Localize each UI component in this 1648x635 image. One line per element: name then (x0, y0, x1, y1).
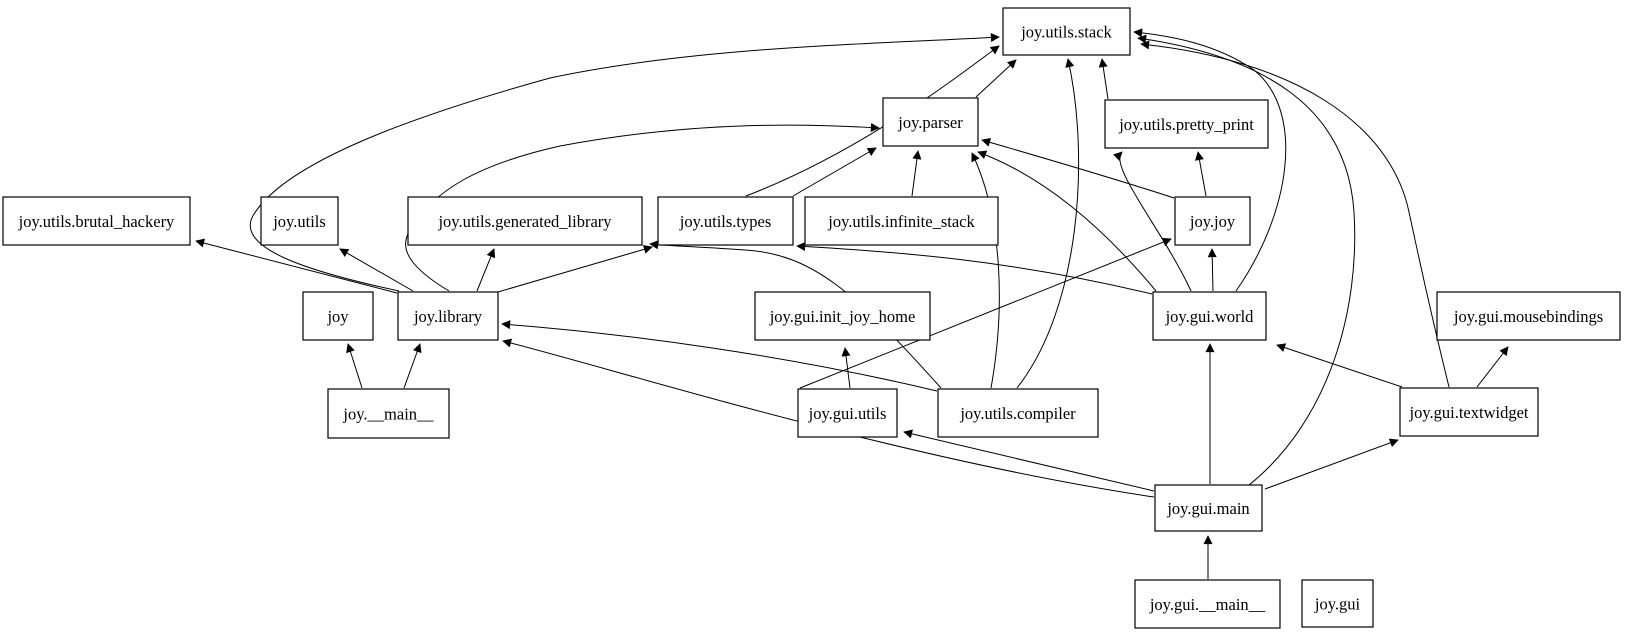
edge-joy-library-to-joy-utils-brutal-hackery (195, 238, 398, 294)
node-joy-gui-world: joy.gui.world (1152, 291, 1267, 341)
edge-joy-gui-world-to-joy-parser (977, 150, 1157, 292)
edge-joy-library-to-joy-utils (339, 248, 414, 292)
node-box-joy-parser (882, 97, 979, 147)
edge-joy-gui-textwidget-to-joy-utils-stack (1140, 40, 1450, 388)
node-label-joy-library: joy.library (413, 307, 483, 326)
node-joy-parser: joy.parser (882, 97, 979, 147)
node-label-joy-gui-init-joy-home: joy.gui.init_joy_home (769, 307, 916, 326)
node-label-joy-utils: joy.utils (272, 212, 326, 231)
node-box-joy-gui-textwidget (1399, 387, 1539, 437)
node-box-joy-library (397, 291, 499, 341)
edge-joy-library-to-joy-parser (405, 123, 880, 292)
edge-joy-library-to-joy-utils-generated-library (476, 248, 496, 292)
edges-layer (195, 28, 1509, 579)
edge-joy-utils-infinite-stack-to-joy-parser (911, 150, 922, 197)
node-label-joy-parser: joy.parser (897, 113, 963, 132)
node-label-joy-utils-pretty-print: joy.utils.pretty_print (1118, 115, 1254, 134)
node-label-joy-gui-world: joy.gui.world (1165, 307, 1255, 326)
edge-joy-utils-types-to-joy-parser (792, 147, 877, 197)
node-joy-main: joy.__main__ (327, 388, 450, 439)
edge-joy-gui-world-to-joy-utils-stack (1133, 28, 1287, 292)
node-label-joy-utils-generated-library: joy.utils.generated_library (437, 212, 612, 231)
edge-joy-gui-textwidget-to-joy-gui-mousebindings (1476, 346, 1509, 388)
node-box-joy-gui-world (1152, 291, 1267, 341)
node-box-joy-utils-types (657, 196, 794, 246)
node-box-joy-gui (1301, 579, 1374, 628)
edge-joy-gui-world-to-joy-utils-pretty-print (1113, 151, 1192, 292)
node-label-joy-utils-types: joy.utils.types (679, 212, 772, 231)
node-label-joy-joy: joy.joy (1189, 212, 1236, 231)
node-joy-utils-stack: joy.utils.stack (1002, 7, 1131, 56)
node-box-joy-gui-main (1134, 579, 1281, 629)
node-label-joy-gui-mousebindings: joy.gui.mousebindings (1453, 307, 1603, 326)
node-joy-library: joy.library (397, 291, 499, 341)
edge-joy-joy-to-joy-utils-pretty-print (1195, 151, 1207, 197)
node-joy-utils-brutal-hackery: joy.utils.brutal_hackery (2, 196, 191, 246)
node-joy-gui-textwidget: joy.gui.textwidget (1399, 387, 1539, 437)
edge-joy-main-to-joy-library (403, 343, 422, 389)
edge-joy-gui-main-to-joy-gui-utils (903, 429, 1155, 492)
edge-joy-utils-compiler-to-joy-library (501, 320, 938, 392)
node-label-joy-gui-main: joy.gui.main (1166, 499, 1249, 518)
node-joy-utils-pretty-print: joy.utils.pretty_print (1104, 99, 1269, 149)
edge-joy-gui-world-to-joy-utils-types (796, 241, 1153, 295)
node-box-joy-utils-stack (1002, 7, 1131, 56)
edge-joy-joy-to-joy-parser (981, 137, 1175, 199)
node-box-joy-gui-init-joy-home (754, 291, 931, 341)
node-label-joy-utils-compiler: joy.utils.compiler (959, 404, 1076, 423)
node-joy-gui-main: joy.gui.main (1154, 484, 1263, 532)
edge-joy-gui-utils-to-joy-gui-init-joy-home (841, 347, 851, 389)
node-box-joy-utils-pretty-print (1104, 99, 1269, 149)
edge-joy-library-to-joy-utils-stack (249, 32, 1000, 292)
node-joy-utils: joy.utils (260, 196, 339, 246)
node-label-joy-main: joy.__main__ (342, 405, 434, 424)
node-joy-gui-mousebindings: joy.gui.mousebindings (1436, 291, 1621, 341)
edge-joy-gui-main-to-joy-utils-stack (1137, 34, 1356, 486)
node-box-joy-gui-mousebindings (1436, 291, 1621, 341)
node-joy-utils-generated-library: joy.utils.generated_library (407, 196, 643, 246)
edge-joy-utils-pretty-print-to-joy-utils-stack (1098, 58, 1109, 100)
node-joy-utils-compiler: joy.utils.compiler (937, 388, 1099, 438)
node-box-joy (302, 291, 374, 341)
node-box-joy-utils-brutal-hackery (2, 196, 191, 246)
node-label-joy-utils-stack: joy.utils.stack (1020, 23, 1112, 42)
node-joy-gui-init-joy-home: joy.gui.init_joy_home (754, 291, 931, 341)
node-joy-utils-types: joy.utils.types (657, 196, 794, 246)
node-box-joy-utils-compiler (937, 388, 1099, 438)
node-joy-joy: joy.joy (1174, 196, 1251, 246)
edge-joy-gui-utils-to-joy-joy (799, 237, 1172, 389)
node-box-joy-utils-generated-library (407, 196, 643, 246)
node-box-joy-gui-utils (797, 388, 898, 438)
edge-joy-gui-main-to-joy-gui-textwidget (1264, 438, 1399, 490)
edge-joy-gui-textwidget-to-joy-gui-world (1276, 343, 1403, 388)
node-joy-gui-utils: joy.gui.utils (797, 388, 898, 438)
node-label-joy-utils-brutal-hackery: joy.utils.brutal_hackery (18, 212, 175, 231)
edge-joy-gui-main-to-joy-library (502, 338, 1155, 498)
node-label-joy-utils-infinite-stack: joy.utils.infinite_stack (827, 212, 975, 231)
node-box-joy-utils-infinite-stack (804, 196, 999, 246)
edge-joy-main-to-joy (346, 343, 363, 389)
edge-joy-library-to-joy-utils-types (497, 244, 653, 293)
node-box-joy-joy (1174, 196, 1251, 246)
node-box-joy-main (327, 388, 450, 439)
node-label-joy-gui-utils: joy.gui.utils (808, 404, 887, 423)
edge-joy-utils-compiler-to-joy-utils-stack (1016, 58, 1080, 389)
node-box-joy-gui-main (1154, 484, 1263, 532)
nodes-layer: joy.utils.stack joy.parser joy.utils.prett… (2, 7, 1621, 629)
node-label-joy-gui-main: joy.gui.__main__ (1149, 595, 1266, 614)
edge-joy-utils-compiler-to-joy-parser (971, 152, 1000, 389)
node-joy-gui-main: joy.gui.__main__ (1134, 579, 1281, 629)
node-box-joy-utils (260, 196, 339, 246)
node-joy: joy (302, 291, 374, 341)
node-label-joy: joy (326, 307, 349, 326)
edge-joy-parser-to-joy-utils-stack (975, 59, 1017, 98)
edge-joy-gui-world-to-joy-joy (1207, 248, 1217, 292)
node-joy-gui: joy.gui (1301, 579, 1374, 628)
node-label-joy-gui-textwidget: joy.gui.textwidget (1409, 403, 1529, 422)
node-joy-utils-infinite-stack: joy.utils.infinite_stack (804, 196, 999, 246)
node-label-joy-gui: joy.gui (1314, 595, 1361, 614)
